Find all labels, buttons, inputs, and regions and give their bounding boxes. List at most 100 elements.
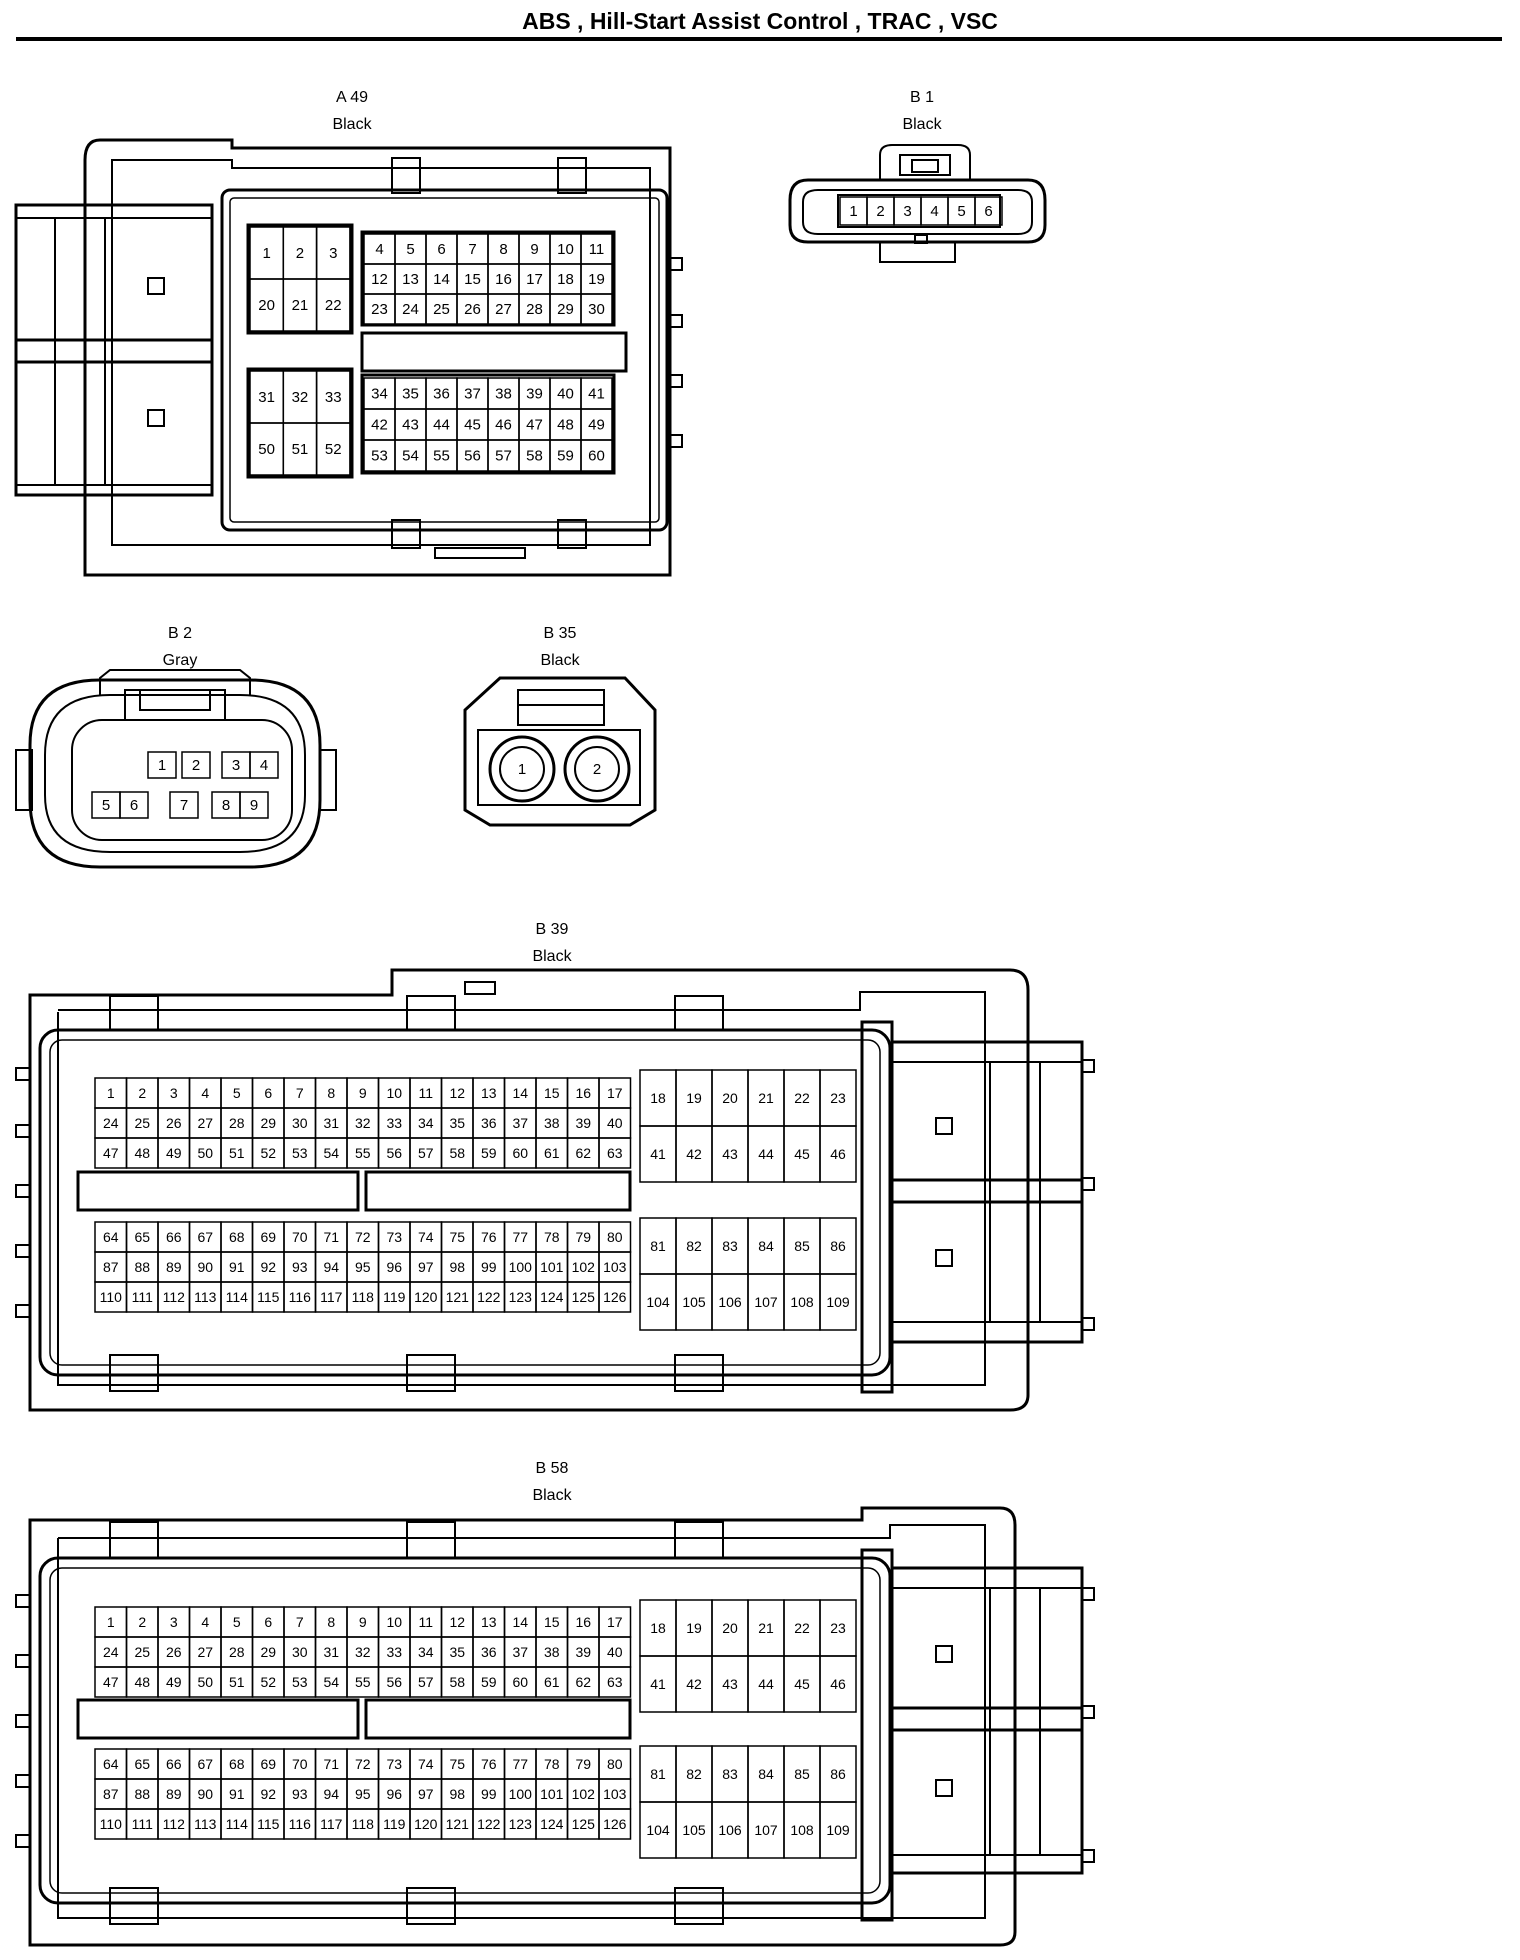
b39-pin-87: 87 xyxy=(103,1259,119,1275)
b39-pin-27: 27 xyxy=(197,1115,213,1131)
a49-pin-26: 26 xyxy=(464,301,481,318)
b58-pin-3: 3 xyxy=(170,1614,178,1630)
b58-pin-72: 72 xyxy=(355,1756,371,1772)
connector-b39-housing xyxy=(15,968,1095,1412)
b58-pin-91: 91 xyxy=(229,1786,245,1802)
a49-pin-33: 33 xyxy=(325,389,342,406)
a49-pin-51: 51 xyxy=(292,441,309,458)
b58-pin-109-cavity xyxy=(819,1801,857,1859)
b39-pin-123: 123 xyxy=(509,1289,533,1305)
b58-pin-13: 13 xyxy=(481,1614,497,1630)
b58-pin-6: 6 xyxy=(264,1614,272,1630)
b58-pin-85: 85 xyxy=(794,1766,810,1782)
a49-pin-5: 5 xyxy=(406,241,414,258)
b2-pin-2-cavity xyxy=(181,751,211,779)
connector-color-b1: Black xyxy=(902,116,942,133)
b58-pin-45: 45 xyxy=(794,1676,810,1692)
b39-pin-80: 80 xyxy=(607,1229,623,1245)
b58-pin-100: 100 xyxy=(509,1786,533,1802)
b58-pin-20: 20 xyxy=(722,1620,738,1636)
b2-pin-2: 2 xyxy=(192,757,200,774)
b39-pin-119: 119 xyxy=(383,1289,406,1305)
b39-pin-29: 29 xyxy=(260,1115,276,1131)
b1-pin-5: 5 xyxy=(957,203,965,220)
b39-pin-11: 11 xyxy=(418,1085,433,1101)
b39-pin-68: 68 xyxy=(229,1229,245,1245)
b39-pin-126-cavity xyxy=(598,1281,632,1313)
a49-pin-6: 6 xyxy=(437,241,445,258)
b39-pin-61: 61 xyxy=(544,1145,560,1161)
b58-pin-67: 67 xyxy=(197,1756,213,1772)
b39-pin-52: 52 xyxy=(260,1145,276,1161)
b58-pin-59: 59 xyxy=(481,1674,497,1690)
b39-pin-28: 28 xyxy=(229,1115,245,1131)
b58-pin-10: 10 xyxy=(386,1614,402,1630)
a49-pin-22-cavity xyxy=(315,278,351,332)
b2-pin-6-cavity xyxy=(119,791,149,819)
b58-pin-47: 47 xyxy=(103,1674,119,1690)
b39-pin-113: 113 xyxy=(194,1289,217,1305)
b2-pin-9-cavity xyxy=(239,791,269,819)
b58-pin-87: 87 xyxy=(103,1786,119,1802)
b58-pin-52: 52 xyxy=(260,1674,276,1690)
b39-pin-33: 33 xyxy=(386,1115,402,1131)
b58-pin-12: 12 xyxy=(449,1614,465,1630)
b39-pin-73: 73 xyxy=(386,1229,402,1245)
b39-pin-94: 94 xyxy=(323,1259,339,1275)
b39-pin-1: 1 xyxy=(107,1085,115,1101)
b58-pin-25: 25 xyxy=(134,1644,150,1660)
b39-pin-77: 77 xyxy=(512,1229,528,1245)
b58-pin-115: 115 xyxy=(257,1816,280,1832)
b39-pin-69: 69 xyxy=(260,1229,276,1245)
a49-pin-43: 43 xyxy=(402,417,419,434)
b58-pin-88: 88 xyxy=(134,1786,150,1802)
b58-pin-104: 104 xyxy=(646,1822,670,1838)
b58-pin-42: 42 xyxy=(686,1676,702,1692)
b39-pin-96: 96 xyxy=(386,1259,402,1275)
connector-color-b39: Black xyxy=(532,948,572,965)
a49-pin-56: 56 xyxy=(464,448,481,465)
b39-pin-7: 7 xyxy=(296,1085,304,1101)
a49-pin-41: 41 xyxy=(588,386,605,403)
b39-pin-79: 79 xyxy=(575,1229,591,1245)
b39-pin-62: 62 xyxy=(575,1145,591,1161)
b39-pin-23: 23 xyxy=(830,1090,846,1106)
a49-pin-40: 40 xyxy=(557,386,574,403)
b58-pin-82: 82 xyxy=(686,1766,702,1782)
b39-pin-114: 114 xyxy=(226,1289,249,1305)
b58-pin-122: 122 xyxy=(477,1816,501,1832)
b39-pin-6: 6 xyxy=(264,1085,272,1101)
a49-pin-59: 59 xyxy=(557,448,574,465)
a49-pin-19: 19 xyxy=(588,271,605,288)
b39-pin-90: 90 xyxy=(197,1259,213,1275)
a49-pin-37: 37 xyxy=(464,386,481,403)
b58-pin-63-cavity xyxy=(598,1666,632,1698)
a49-pin-7: 7 xyxy=(468,241,476,258)
b58-pin-61: 61 xyxy=(544,1674,560,1690)
b2-pin-5: 5 xyxy=(102,797,110,814)
b58-pin-86: 86 xyxy=(830,1766,846,1782)
b58-pin-96: 96 xyxy=(386,1786,402,1802)
a49-pin-28: 28 xyxy=(526,301,543,318)
b58-pin-119: 119 xyxy=(383,1816,406,1832)
b39-pin-86: 86 xyxy=(830,1238,846,1254)
b58-pin-11: 11 xyxy=(418,1614,433,1630)
b58-pin-65: 65 xyxy=(134,1756,150,1772)
b58-pin-8: 8 xyxy=(327,1614,335,1630)
b58-pin-71: 71 xyxy=(323,1756,339,1772)
b39-pin-21: 21 xyxy=(758,1090,774,1106)
a49-pin-55: 55 xyxy=(433,448,450,465)
connector-id-b1: B 1 xyxy=(909,89,934,106)
a49-pin-11: 11 xyxy=(589,241,605,258)
a49-pin-30-cavity xyxy=(580,293,613,325)
b2-pin-1-cavity xyxy=(147,751,177,779)
b58-pin-80: 80 xyxy=(607,1756,623,1772)
a49-pin-12: 12 xyxy=(371,271,388,288)
connector-color-a49: Black xyxy=(332,116,372,133)
b39-pin-56: 56 xyxy=(386,1145,402,1161)
b1-pin-1: 1 xyxy=(849,203,857,220)
a49-pin-21: 21 xyxy=(292,297,309,314)
b39-pin-39: 39 xyxy=(575,1115,591,1131)
